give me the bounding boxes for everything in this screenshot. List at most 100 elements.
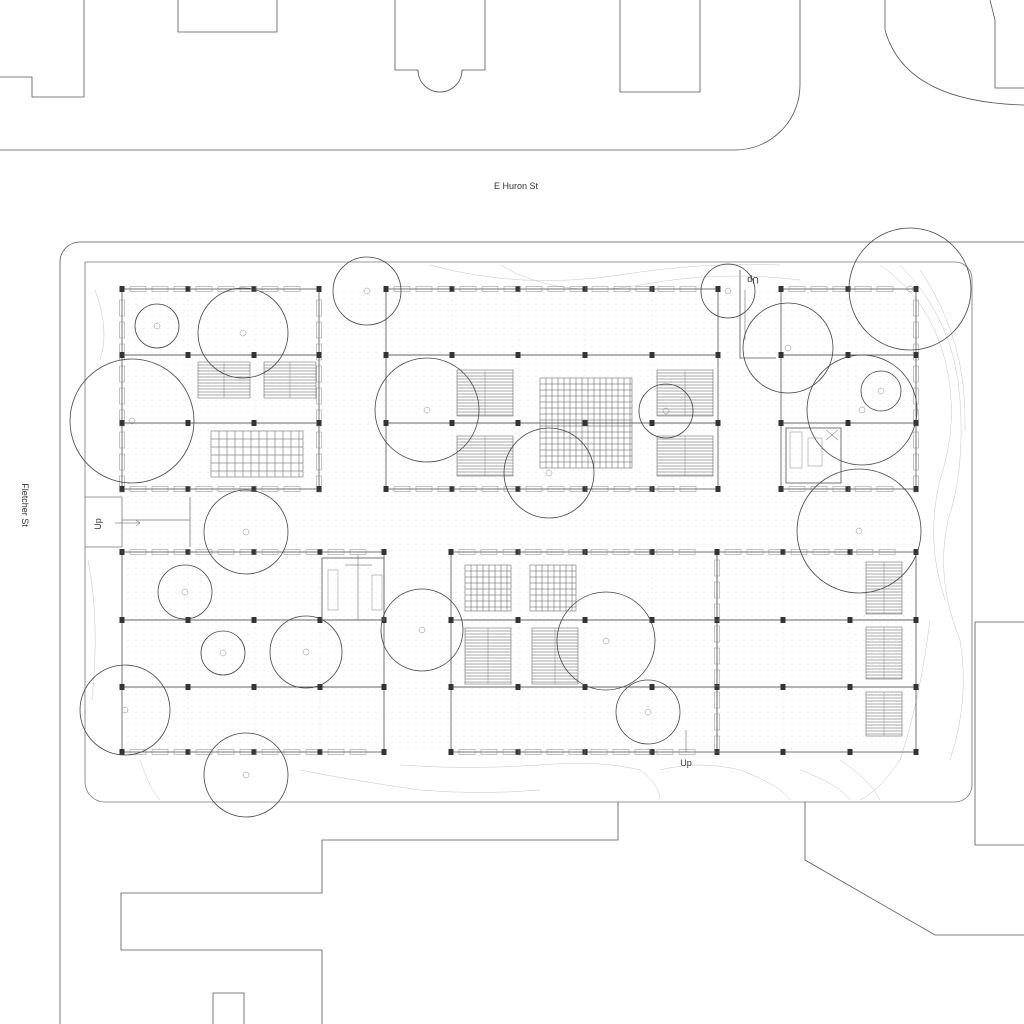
slatted-seating bbox=[456, 435, 514, 477]
slatted-seating bbox=[531, 627, 579, 685]
bench bbox=[878, 549, 896, 555]
bench bbox=[525, 486, 543, 492]
bench bbox=[678, 749, 696, 755]
bench bbox=[546, 549, 564, 555]
pavilion-nw bbox=[121, 288, 320, 490]
bench bbox=[503, 486, 521, 492]
column bbox=[847, 684, 853, 690]
column bbox=[778, 486, 784, 492]
tree-icon bbox=[203, 732, 289, 818]
bench bbox=[525, 286, 543, 292]
column bbox=[780, 549, 786, 555]
tree-canopies bbox=[69, 227, 972, 818]
slatted-seating bbox=[865, 691, 903, 737]
bench bbox=[714, 625, 720, 643]
bench bbox=[239, 749, 257, 755]
column bbox=[649, 420, 655, 426]
tree-icon bbox=[69, 358, 195, 484]
column bbox=[185, 549, 191, 555]
grid-platform bbox=[464, 564, 512, 612]
tree-icon bbox=[806, 354, 918, 466]
bench bbox=[481, 286, 499, 292]
column bbox=[448, 617, 454, 623]
tree-icon bbox=[203, 489, 289, 575]
bench bbox=[714, 735, 720, 753]
bench bbox=[173, 486, 191, 492]
bench bbox=[283, 486, 301, 492]
bench bbox=[591, 286, 609, 292]
column bbox=[515, 352, 521, 358]
up-arrow-left bbox=[115, 519, 141, 527]
bench bbox=[657, 286, 675, 292]
bench bbox=[635, 286, 653, 292]
column bbox=[185, 749, 191, 755]
bench bbox=[913, 387, 919, 405]
bench bbox=[634, 549, 652, 555]
column bbox=[251, 486, 257, 492]
bench bbox=[524, 549, 542, 555]
bench bbox=[590, 549, 608, 555]
tree-icon bbox=[79, 664, 171, 756]
column bbox=[913, 352, 919, 358]
column bbox=[251, 352, 257, 358]
bench bbox=[790, 549, 808, 555]
bench bbox=[503, 286, 521, 292]
bench bbox=[714, 603, 720, 621]
bench bbox=[810, 486, 828, 492]
tree-icon bbox=[269, 615, 343, 689]
bench bbox=[502, 749, 520, 755]
bench bbox=[569, 286, 587, 292]
bench bbox=[173, 549, 191, 555]
bench bbox=[856, 549, 874, 555]
bench bbox=[612, 749, 630, 755]
slatted-seating bbox=[865, 561, 903, 615]
tree-icon bbox=[157, 564, 213, 620]
column bbox=[845, 352, 851, 358]
column bbox=[845, 420, 851, 426]
bench bbox=[316, 475, 322, 493]
column bbox=[847, 749, 853, 755]
bench bbox=[393, 486, 411, 492]
bench bbox=[151, 749, 169, 755]
bench bbox=[195, 549, 213, 555]
bench bbox=[913, 299, 919, 317]
bench bbox=[119, 431, 125, 449]
bench bbox=[714, 669, 720, 687]
column bbox=[381, 549, 387, 555]
bench bbox=[119, 409, 125, 427]
column bbox=[449, 352, 455, 358]
grid-platform bbox=[529, 564, 577, 612]
structural-columns bbox=[119, 286, 919, 755]
column bbox=[913, 549, 919, 555]
bench bbox=[679, 486, 697, 492]
bench bbox=[316, 321, 322, 339]
column bbox=[778, 420, 784, 426]
bench bbox=[239, 549, 257, 555]
column bbox=[119, 617, 125, 623]
column bbox=[515, 420, 521, 426]
column bbox=[185, 617, 191, 623]
slatted-seating bbox=[464, 627, 512, 685]
bench bbox=[591, 486, 609, 492]
tree-icon bbox=[638, 383, 694, 439]
bench bbox=[788, 486, 806, 492]
pavilion-sw bbox=[121, 551, 385, 753]
bench bbox=[129, 749, 147, 755]
column bbox=[913, 286, 919, 292]
bench bbox=[613, 286, 631, 292]
bench bbox=[415, 486, 433, 492]
column bbox=[316, 352, 322, 358]
bench bbox=[316, 299, 322, 317]
bench bbox=[913, 321, 919, 339]
column bbox=[780, 749, 786, 755]
column bbox=[649, 549, 655, 555]
bench bbox=[458, 749, 476, 755]
column bbox=[316, 486, 322, 492]
column bbox=[714, 684, 720, 690]
column bbox=[913, 749, 919, 755]
bench bbox=[568, 549, 586, 555]
site-boundary bbox=[84, 261, 973, 803]
column bbox=[383, 486, 389, 492]
pavilion-frames bbox=[121, 288, 917, 753]
service-core-south bbox=[321, 555, 385, 621]
